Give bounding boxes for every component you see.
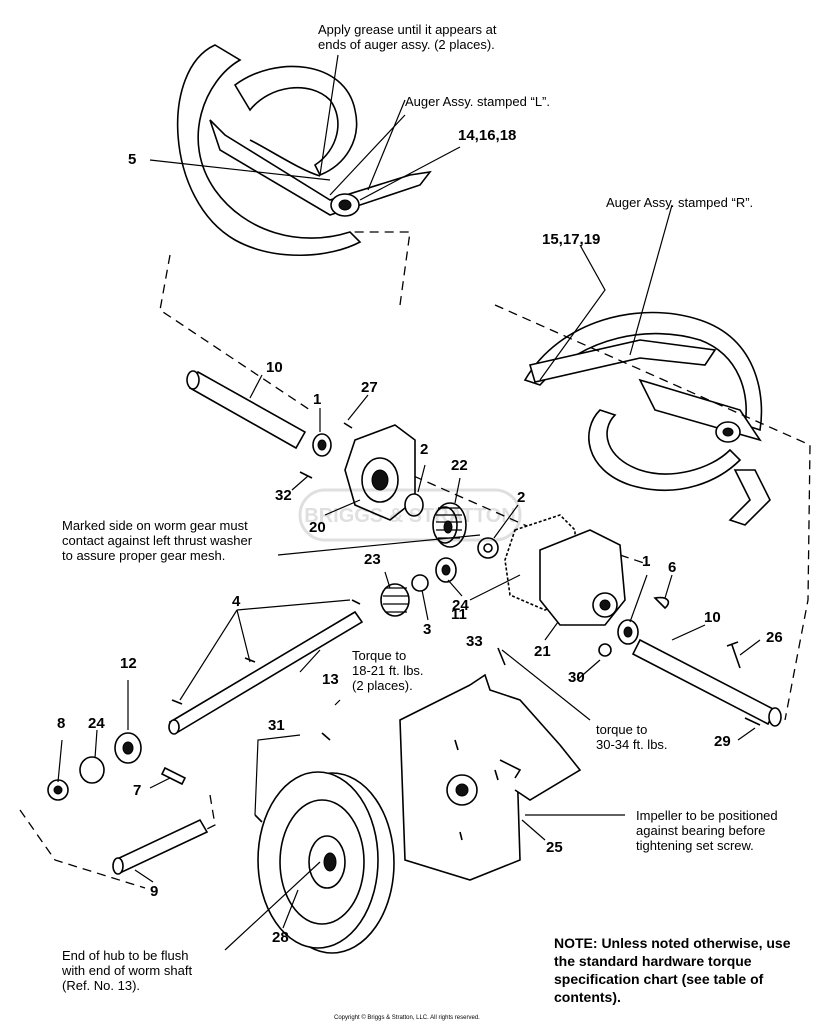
impeller: [254, 732, 395, 954]
cotter-29: [744, 717, 761, 726]
part-number-6: 6: [668, 559, 677, 576]
torque-note: NOTE: Unless noted otherwise, use the st…: [554, 935, 791, 1005]
gearbox-half-left: [344, 424, 424, 521]
part-number-23: 23: [364, 551, 381, 568]
callout-grease: Apply grease until it appears at ends of…: [318, 22, 497, 52]
part-number-27: 27: [361, 379, 378, 396]
part-number-22: 22: [451, 457, 468, 474]
part-number-10-right: 10: [704, 609, 721, 626]
hub-parts-left: [47, 732, 209, 875]
auger-left: [176, 44, 432, 257]
callout-hub-flush: End of hub to be flush with end of worm …: [62, 948, 193, 993]
part-number-3: 3: [423, 621, 432, 638]
part-number-5: 5: [128, 151, 137, 168]
part-number-26: 26: [766, 629, 783, 646]
auger-right: [523, 311, 771, 526]
pin-26: [726, 641, 741, 669]
part-number-10-left: 10: [266, 359, 283, 376]
worm-gear: [432, 502, 499, 559]
part-number-28: 28: [272, 929, 289, 946]
part-number-4: 4: [232, 593, 241, 610]
part-number-21: 21: [534, 643, 551, 660]
part-number-32: 32: [275, 487, 292, 504]
bolt-33: [497, 647, 506, 666]
part-number-7: 7: [133, 782, 142, 799]
svg-text:BRIGGS & STRATTON: BRIGGS & STRATTON: [304, 505, 515, 527]
worm-assembly: [380, 557, 457, 617]
copyright: Copyright © Briggs & Stratton, LLC. All …: [334, 1015, 480, 1021]
callout-auger-r: Auger Assy. stamped “R”.: [606, 195, 754, 210]
leader-lines: [57, 54, 761, 951]
part-number-1-right: 1: [642, 553, 651, 570]
part-number-8: 8: [57, 715, 66, 732]
part-number-12: 12: [120, 655, 137, 672]
part-number-20: 20: [309, 519, 326, 536]
assembly-box-upper-left: [159, 231, 411, 411]
part-number-9: 9: [150, 883, 159, 900]
part-number-15-17-19: 15,17,19: [542, 231, 601, 248]
part-number-13: 13: [322, 671, 339, 688]
nut-30: [598, 643, 612, 657]
assembly-box-right: [494, 304, 811, 721]
impeller-housing: [399, 673, 582, 881]
part-number-24-left: 24: [88, 715, 105, 732]
part-number-2-upper: 2: [420, 441, 429, 458]
callout-auger-l: Auger Assy. stamped “L”.: [405, 94, 550, 109]
callout-worm-gear: Marked side on worm gear must contact ag…: [62, 518, 253, 563]
part-number-31: 31: [268, 717, 285, 734]
part-number-33: 33: [466, 633, 483, 650]
callout-torque-30-34: torque to 30-34 ft. lbs.: [596, 722, 668, 752]
gearbox-half-right: [504, 514, 670, 645]
worm-shaft: [168, 599, 364, 735]
part-number-29: 29: [714, 733, 731, 750]
part-number-14-16-18: 14,16,18: [458, 127, 517, 144]
part-number-24-mid: 24: [452, 597, 469, 614]
callout-torque-18-21: Torque to 18-21 ft. lbs. (2 places).: [352, 648, 424, 693]
part-number-2-lower: 2: [517, 489, 526, 506]
callout-impeller: Impeller to be positioned against bearin…: [636, 808, 778, 853]
shaft-10-right: [631, 638, 777, 726]
part-number-11: 11: [451, 606, 467, 623]
briggs-stratton-watermark-logo: BRIGGS & STRATTON: [298, 488, 522, 542]
part-number-30: 30: [568, 669, 585, 686]
part-number-25: 25: [546, 839, 563, 856]
part-number-1-left: 1: [313, 391, 322, 408]
axle-shaft-left: [186, 370, 353, 479]
